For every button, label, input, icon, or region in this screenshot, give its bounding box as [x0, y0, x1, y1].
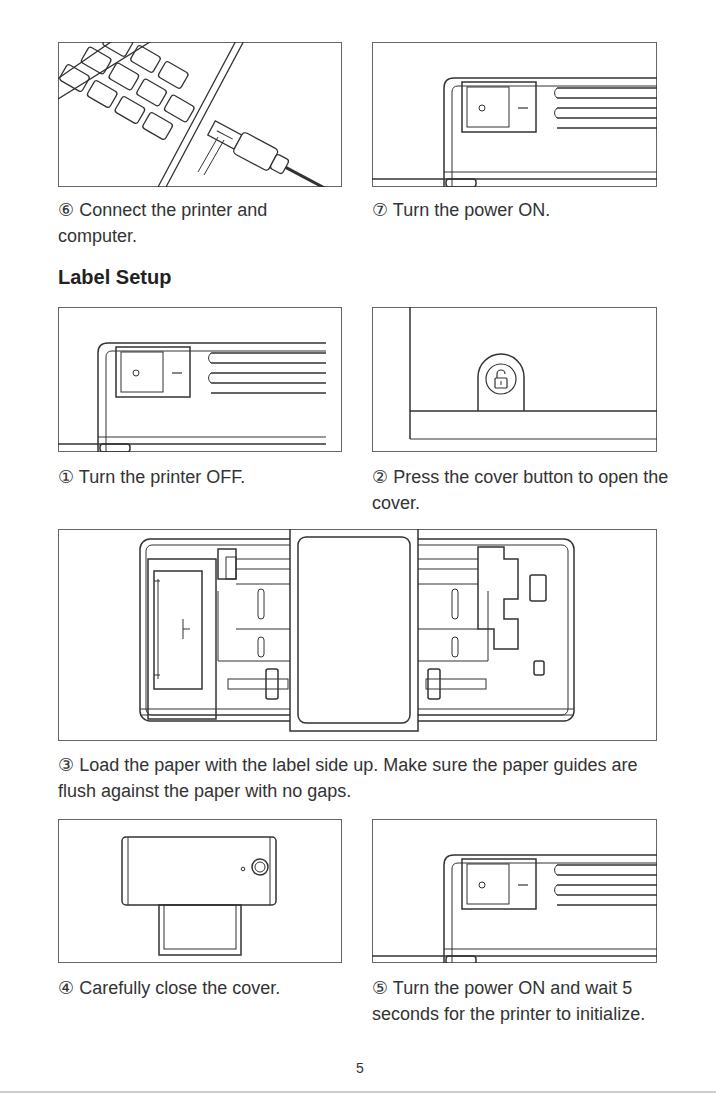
- step-caption: ⑦ Turn the power ON.: [372, 197, 672, 223]
- step-caption: ⑥ Connect the printer and computer.: [58, 197, 348, 249]
- usb-illustration: [53, 19, 367, 219]
- step-caption: ⑤ Turn the power ON and wait 5 seconds f…: [372, 975, 672, 1027]
- page-number: 5: [340, 1055, 380, 1081]
- closed-printer-illustration: [59, 820, 342, 963]
- power-switch-illustration: [372, 820, 672, 1094]
- step-caption: ② Press the cover button to open the cov…: [372, 464, 672, 516]
- cover-button-illustration: [373, 307, 673, 452]
- section-heading: Label Setup: [58, 264, 458, 290]
- step-caption: ① Turn the printer OFF.: [58, 464, 348, 490]
- paper-loading-illustration: [59, 529, 657, 741]
- step-caption: ④ Carefully close the cover.: [58, 975, 348, 1001]
- step-caption: ③ Load the paper with the label side up.…: [58, 752, 668, 804]
- power-switch-illustration: [372, 43, 672, 343]
